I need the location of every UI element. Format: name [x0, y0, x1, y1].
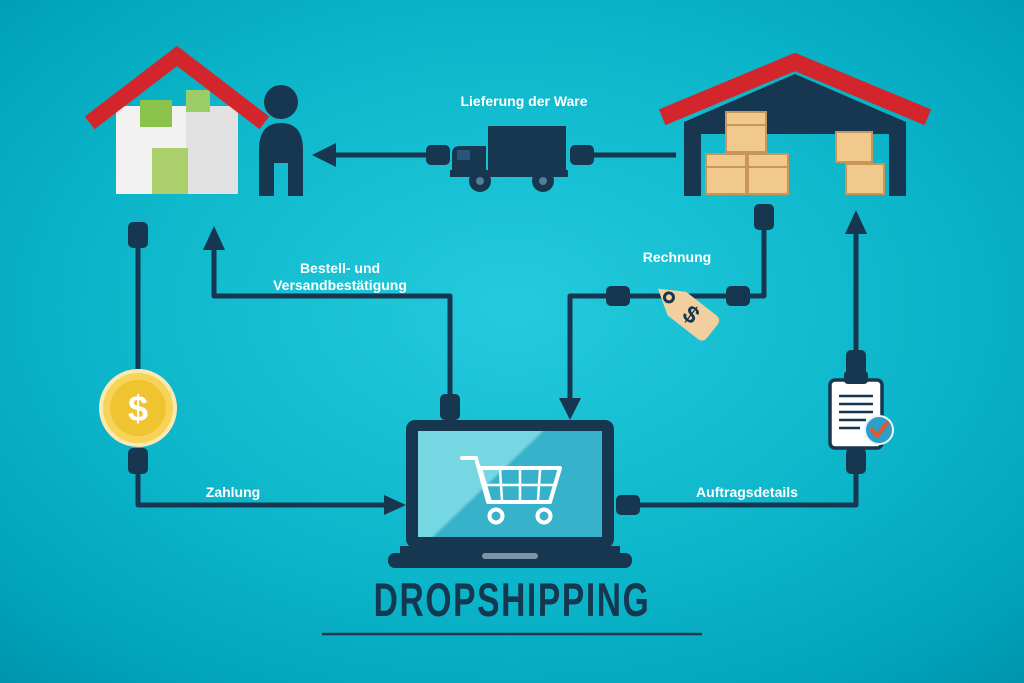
truck-wheel-rear-hub [539, 177, 547, 185]
connector-plugs [128, 145, 866, 515]
arrow-to-house-left-icon [312, 143, 336, 167]
laptop-hinge [400, 546, 620, 556]
plug-below-warehouse-icon [754, 204, 774, 230]
truck-wheel-front-hub [476, 177, 484, 185]
house-window-right [186, 90, 210, 112]
truck-chassis [450, 170, 568, 177]
shopping-cart-icon [460, 456, 562, 525]
arrow-to-house-up-icon [203, 226, 225, 250]
label-confirmation-line2: Versandbestätigung [273, 277, 407, 293]
payment-line-lower [135, 474, 384, 508]
check-circle [864, 415, 894, 445]
plug-tag-right-icon [726, 286, 750, 306]
house-with-customer-icon [84, 45, 303, 196]
person-head [264, 85, 298, 119]
laptop-base [388, 553, 632, 568]
plug-truck-left-icon [426, 145, 450, 165]
warehouse-roof [658, 52, 932, 126]
plug-below-clipboard-icon [846, 448, 866, 474]
price-tag-icon: $ [657, 288, 720, 341]
laptop-notch [482, 553, 538, 559]
box-bottom-left [705, 153, 747, 195]
coin-dollar-symbol: $ [128, 388, 148, 429]
house-body-shade [186, 106, 238, 194]
box-bottom-right [747, 153, 789, 195]
truck-window [457, 150, 470, 160]
label-confirmation-line1: Bestell- und [300, 260, 380, 276]
cart-wheel-right [535, 507, 553, 525]
label-invoice: Rechnung [643, 249, 711, 265]
label-delivery: Lieferung der Ware [460, 93, 587, 109]
page-title: DROPSHIPPING [374, 573, 651, 626]
clipboard-clip [844, 371, 868, 384]
warehouse-wall-left [684, 122, 701, 196]
plug-below-house-icon [128, 222, 148, 248]
box-right-upper [835, 131, 873, 163]
box-right-lower [845, 163, 885, 195]
coin-inner [110, 380, 166, 436]
arrowheads [203, 143, 867, 515]
cart-grid [482, 468, 558, 502]
warehouse-boxes [705, 111, 885, 195]
plug-laptop-right-icon [616, 495, 640, 515]
cart-basket [478, 466, 562, 504]
plug-laptop-top-left-icon [440, 394, 460, 420]
plug-truck-right-icon [570, 145, 594, 165]
tag-hole [662, 291, 675, 304]
arrow-to-laptop-down-icon [559, 398, 581, 420]
arrow-to-warehouse-up-icon [845, 210, 867, 234]
check-mark-icon [870, 421, 889, 438]
plug-tag-left-icon [606, 286, 630, 306]
confirmation-line [211, 250, 453, 394]
clipboard-checklist-icon [828, 371, 894, 450]
arrow-to-laptop-right-icon [384, 495, 406, 515]
label-payment: Zahlung [206, 484, 260, 500]
label-order-details: Auftragsdetails [696, 484, 798, 500]
cart-wheel-left [487, 507, 505, 525]
warehouse-wall-right [889, 122, 906, 196]
laptop-shopping-cart-icon [388, 420, 632, 568]
clipboard-text-lines [839, 394, 873, 430]
house-window-left [140, 100, 172, 127]
plug-above-clipboard-icon [846, 350, 866, 376]
tag-body [657, 288, 720, 341]
warehouse-with-boxes-icon [658, 52, 932, 196]
customer-person-icon [259, 85, 303, 196]
order-line-lower [640, 474, 859, 508]
box-top [725, 111, 767, 153]
person-body [259, 123, 303, 196]
truck-cargo [488, 126, 566, 172]
house-roof [84, 45, 270, 130]
delivery-truck-icon [450, 126, 568, 192]
dollar-coin-icon: $ [99, 369, 177, 447]
plug-below-coin-icon [128, 448, 148, 474]
title-group: DROPSHIPPING [322, 573, 702, 636]
house-door [152, 148, 188, 194]
